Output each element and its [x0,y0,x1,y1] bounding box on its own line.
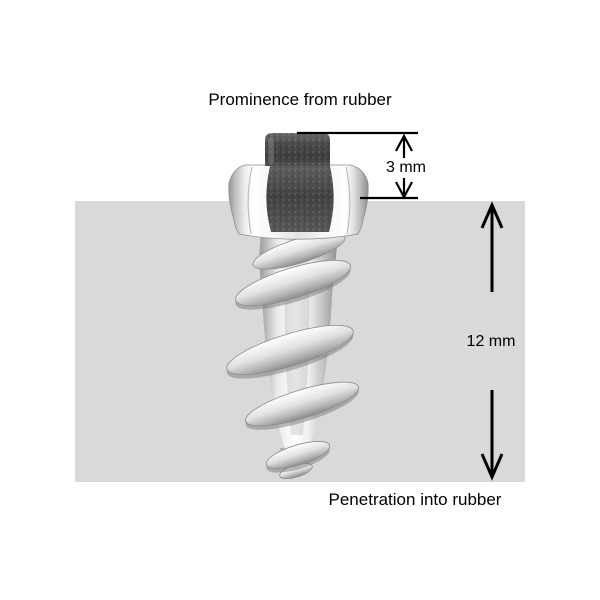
up-arrow-icon [480,201,504,292]
up-arrow-icon [395,133,413,158]
stud-flange-facet-left [247,166,253,235]
prominence-dimension [297,131,418,200]
stud-pin-texture [265,133,330,166]
stud-threads [226,232,359,479]
prominence-value: 3 mm [386,159,426,176]
stud-pin-highlight [268,137,274,164]
stud-flange-facet-right [345,166,351,235]
penetration-label: Penetration into rubber [328,490,502,509]
stud-carbide-face-texture [266,166,334,232]
down-arrow-icon [480,390,504,481]
penetration-dimension [480,201,504,481]
stud-graphic [226,133,369,479]
down-arrow-icon [395,178,413,200]
penetration-value: 12 mm [466,333,516,350]
prominence-label: Prominence from rubber [208,90,392,109]
